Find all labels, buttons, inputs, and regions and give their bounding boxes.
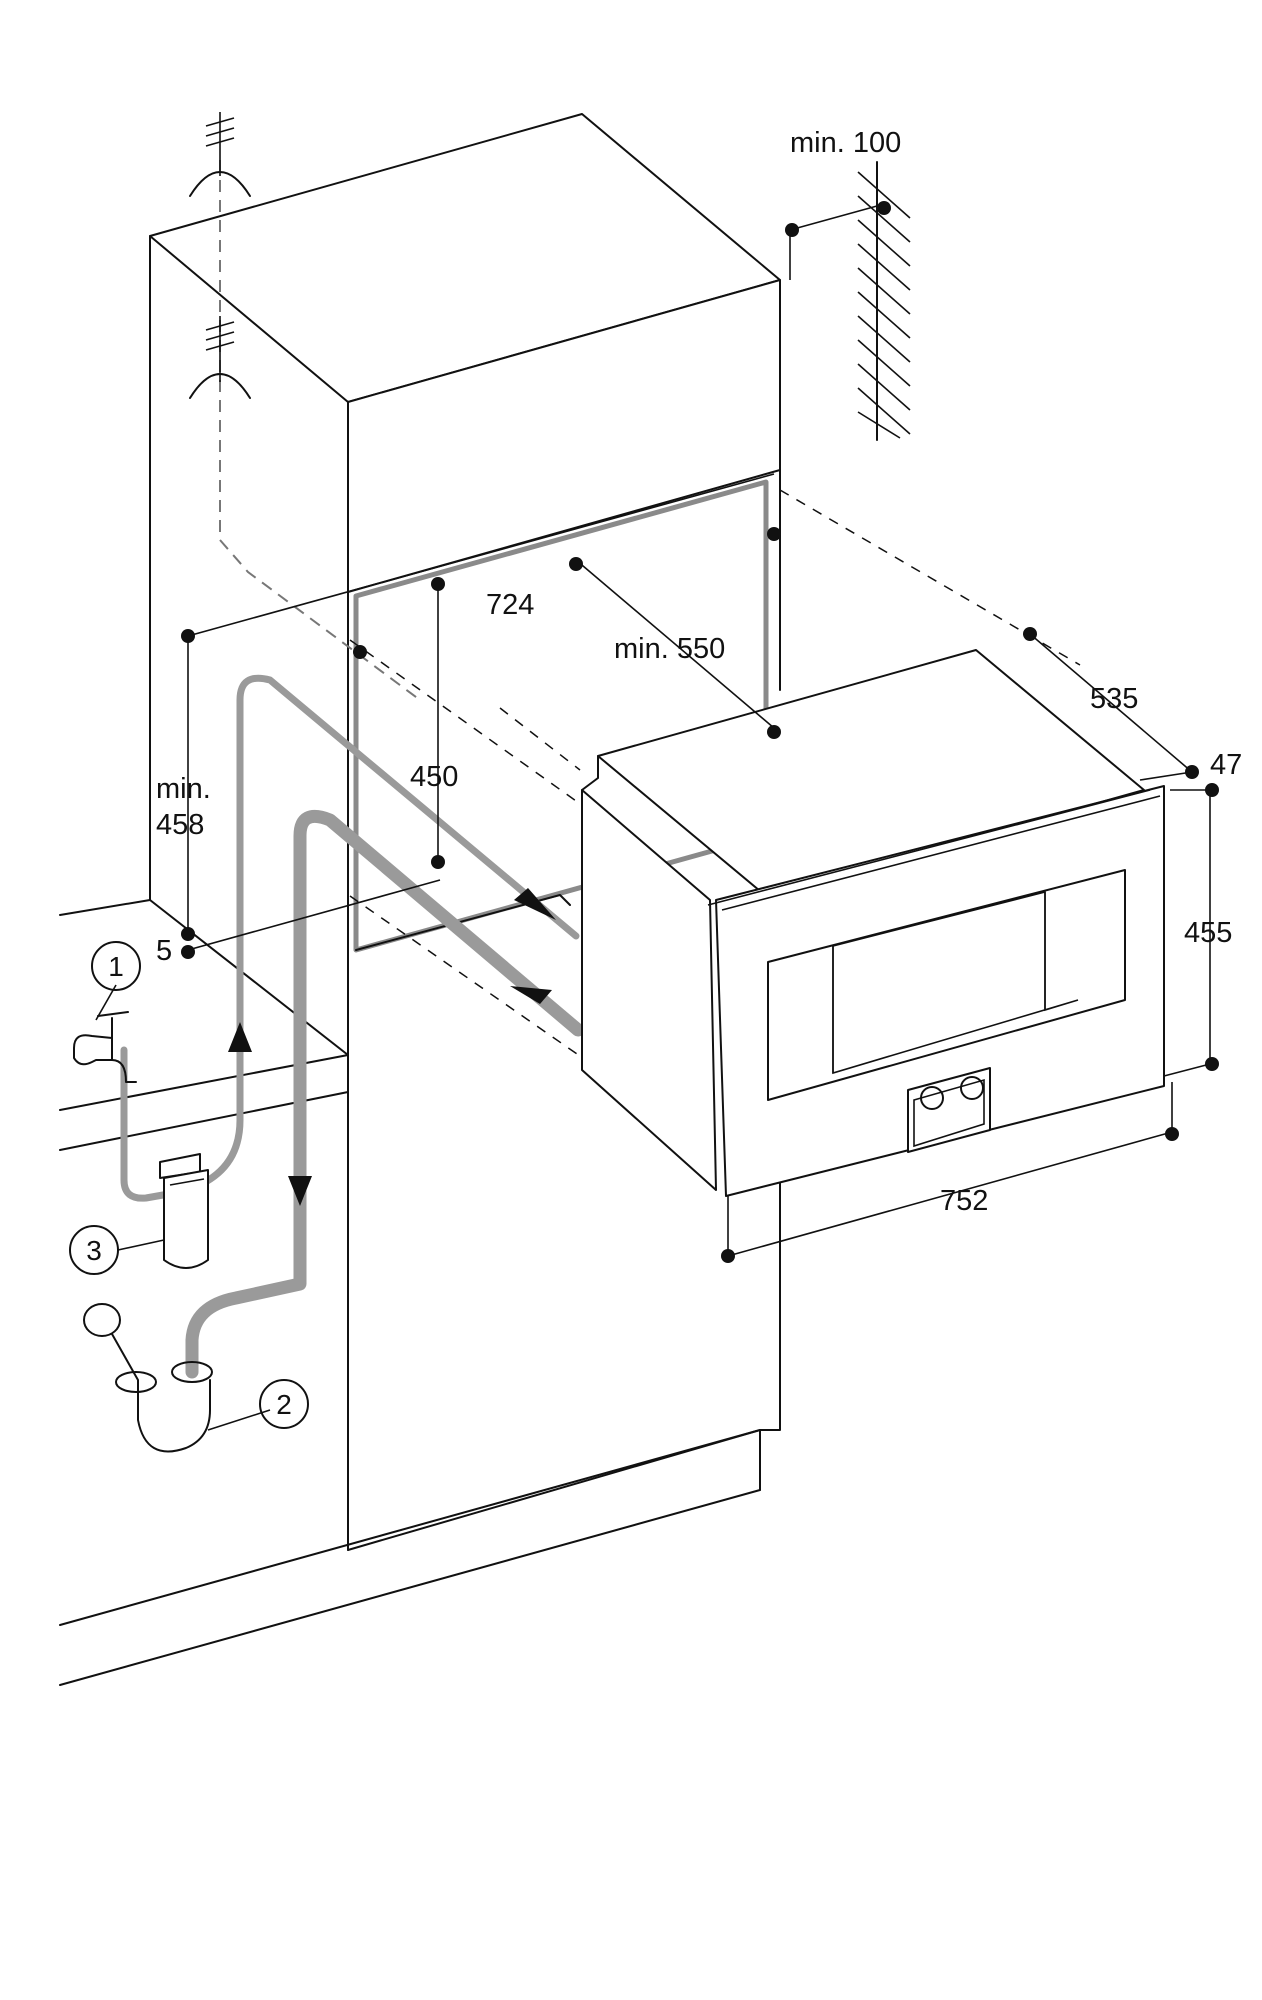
control-knob-left (920, 1086, 944, 1110)
appliance-top (597, 649, 1145, 897)
inlet-hose (120, 674, 580, 1202)
arrow-down (288, 1176, 312, 1206)
appliance (581, 649, 1165, 1197)
label-front-thickness: 47 (1210, 749, 1242, 781)
appliance-side (581, 789, 717, 1191)
label-niche-depth: min. 550 (614, 633, 725, 665)
label-base-gap: 5 (156, 935, 172, 967)
label-niche-width: 724 (486, 589, 534, 621)
upper-cabinet (149, 113, 781, 1551)
callout-2-number: 2 (276, 1389, 292, 1420)
control-knob-right (960, 1076, 984, 1100)
power-cable (189, 112, 421, 701)
label-front-width: 752 (940, 1185, 988, 1217)
drain-siphon (83, 1303, 213, 1453)
control-panel (907, 1067, 991, 1153)
callout-3-number: 3 (86, 1235, 102, 1266)
dimension-points (181, 201, 1219, 1263)
label-appliance-depth: 535 (1090, 683, 1138, 715)
label-top-clearance: min. 100 (790, 127, 901, 159)
callout-2: 2 (259, 1379, 309, 1429)
wall-hatch (857, 161, 911, 441)
dimension-labels: min. 100 724 min. 550 min. 458 450 5 535… (156, 127, 1242, 1217)
label-front-height: 455 (1184, 917, 1232, 949)
label-inner-height: 450 (410, 761, 458, 793)
dimension-lines (95, 205, 1211, 1431)
arrow-in (514, 888, 556, 920)
label-min-line1: min. (156, 773, 211, 805)
arrow-out (510, 986, 552, 1004)
oven-window (767, 869, 1126, 1101)
arrow-up (228, 1022, 252, 1052)
label-min-line2: 458 (156, 809, 204, 841)
lower-cabinet (59, 899, 781, 1686)
drain-hose (185, 810, 585, 1379)
water-filter (159, 1153, 209, 1269)
plug-symbol-upper (189, 112, 251, 197)
callout-3: 3 (69, 1225, 119, 1275)
plug-symbol-lower (189, 316, 251, 399)
callout-1: 1 (91, 941, 141, 991)
callout-1-number: 1 (108, 951, 124, 982)
water-hoses (120, 674, 585, 1379)
water-tap (73, 1011, 137, 1083)
